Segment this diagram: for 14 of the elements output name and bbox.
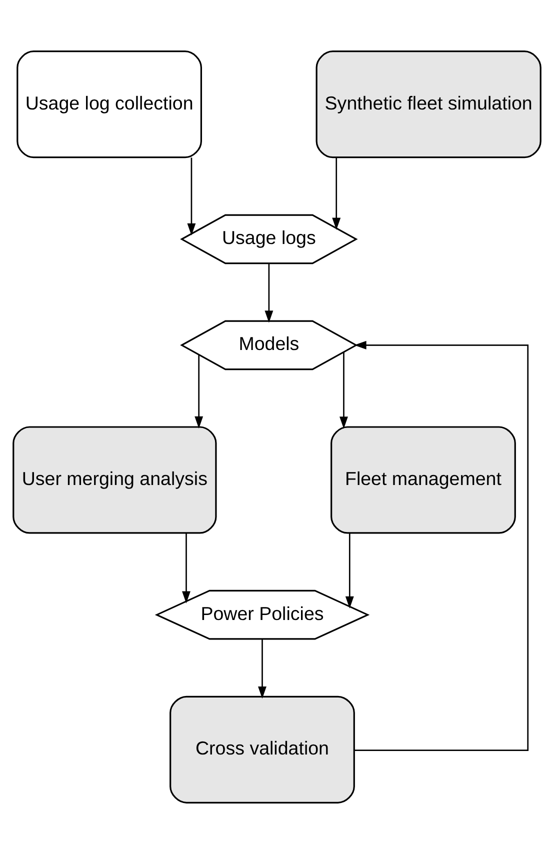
node-box: Fleet management xyxy=(330,426,516,534)
arrow xyxy=(340,352,348,429)
arrow xyxy=(264,264,274,323)
arrow xyxy=(332,158,341,230)
node-box: Cross validation xyxy=(170,696,355,804)
arrow xyxy=(354,340,529,751)
node-box: User merging analysis xyxy=(12,426,217,534)
arrow xyxy=(345,533,354,608)
node-box: Synthetic fleet simulation xyxy=(316,50,542,158)
arrow xyxy=(187,158,196,236)
node-box: Usage log collection xyxy=(16,50,202,158)
arrow xyxy=(258,640,266,699)
arrow xyxy=(182,533,190,604)
arrow xyxy=(194,354,204,428)
